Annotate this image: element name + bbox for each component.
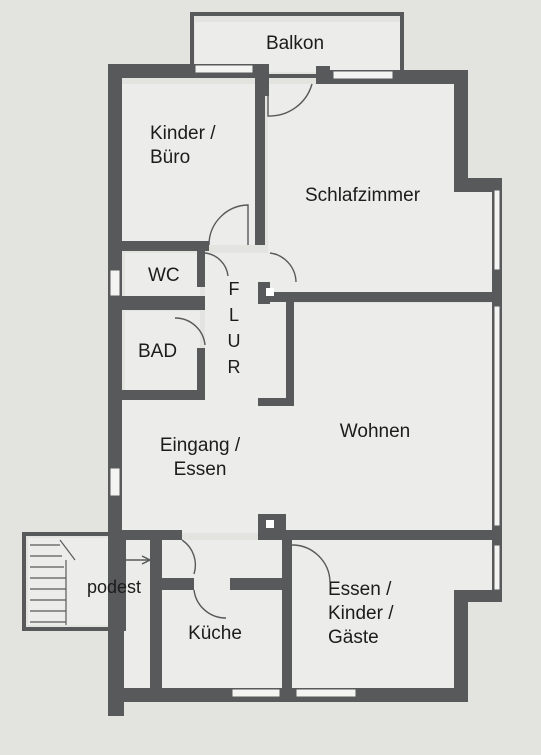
- room-label-essen-kinder-gaeste: Essen / Kinder / Gäste: [328, 579, 394, 648]
- balcony-outline: [190, 12, 404, 78]
- windows: [109, 64, 501, 698]
- stair-landing: [22, 532, 126, 716]
- room-label-wohnen: Wohnen: [339, 421, 411, 442]
- room-label-kueche: Küche: [188, 623, 242, 644]
- floor-area: [28, 22, 492, 688]
- interior-walls: [122, 78, 498, 688]
- room-label-kinder-buero: Kinder / Büro: [150, 123, 216, 168]
- entry-arrow-icon: [141, 555, 152, 565]
- column-markers: [266, 288, 274, 528]
- room-label-balkon: Balkon: [265, 33, 325, 54]
- door-swings: [122, 83, 331, 619]
- room-label-flur: F L U R: [227, 279, 241, 377]
- room-label-eingang-essen: Eingang / Essen: [159, 435, 241, 480]
- room-label-schlafzimmer: Schlafzimmer: [304, 185, 421, 206]
- room-label-wc: WC: [148, 265, 180, 286]
- room-label-podest: podest: [86, 577, 142, 597]
- room-label-bad: BAD: [138, 341, 178, 362]
